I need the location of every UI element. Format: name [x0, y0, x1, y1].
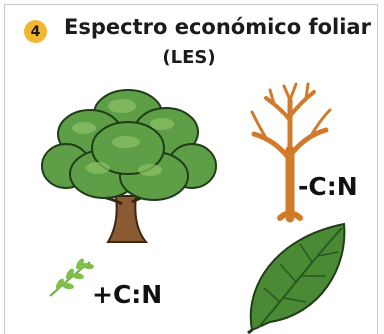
step-number: 4 [30, 23, 41, 40]
page-subtitle: (LES) [162, 47, 216, 68]
step-number-badge: 4 [24, 20, 47, 43]
page-title: Espectro económico foliar [64, 15, 371, 39]
high-cn-label: +C:N [92, 280, 163, 309]
bare-tree-icon [250, 82, 332, 223]
large-leaf-icon [247, 222, 346, 334]
leafy-tree-icon [41, 89, 217, 243]
leaf-sprig-icon [49, 258, 94, 297]
low-cn-label: -C:N [298, 172, 358, 201]
